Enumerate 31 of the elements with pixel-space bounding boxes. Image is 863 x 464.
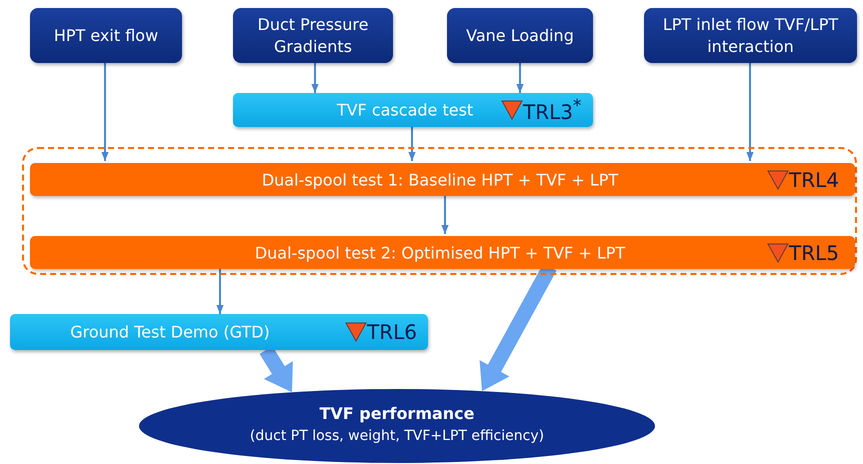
input-label: Duct Pressure Gradients — [256, 14, 370, 58]
test-box — [10, 314, 428, 350]
dashed-group-box — [22, 147, 857, 275]
test-label: Ground Test Demo (GTD) — [70, 322, 270, 342]
input-label: HPT exit flow — [54, 24, 158, 46]
input-label: LPT inlet flow TVF/LPT interaction — [662, 14, 840, 58]
test-bar — [30, 163, 855, 196]
test-label: Dual-spool test 1: Baseline HPT + TVF + LPT — [262, 170, 618, 189]
result-title: TVF performance — [319, 403, 475, 425]
input-box — [447, 8, 593, 63]
input-box — [233, 8, 393, 63]
test-box — [233, 93, 593, 127]
test-label: TVF cascade test — [336, 100, 474, 120]
arrow — [216, 267, 224, 314]
arrow — [516, 63, 524, 93]
input-box — [644, 8, 857, 63]
trl-label: TRL5 — [789, 240, 839, 264]
result-description: (duct PT loss, weight, TVF+LPT efficiency) — [250, 427, 544, 446]
arrow — [101, 63, 109, 161]
trl-label: TRL3$^{*}$ — [523, 96, 582, 124]
input-label: Vane Loading — [466, 24, 574, 46]
test-bar — [30, 236, 855, 269]
input-box — [30, 8, 182, 63]
arrow — [746, 63, 754, 161]
test-label: Dual-spool test 2: Optimised HPT + TVF + LPT — [254, 243, 626, 262]
result-ellipse — [139, 389, 655, 463]
trl-label: TRL6 — [367, 320, 417, 344]
trl-label: TRL4 — [789, 168, 839, 192]
arrow — [408, 127, 416, 161]
arrow — [441, 194, 449, 234]
arrow — [311, 63, 319, 93]
